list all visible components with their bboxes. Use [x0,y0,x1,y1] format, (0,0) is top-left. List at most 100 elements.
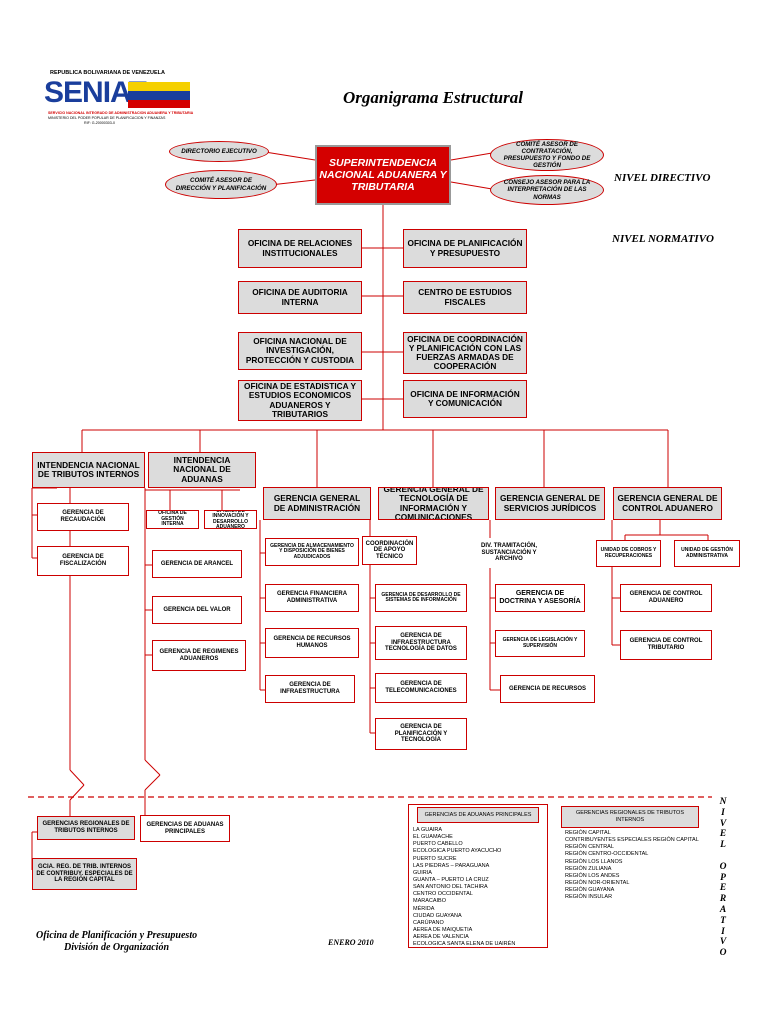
oficina-informacion-box: OFICINA DE INFORMACIÓN Y COMUNICACIÓN [403,380,527,418]
oficina-coordinacion-box: OFICINA DE COORDINACIÓN Y PLANIFICACIÓN … [403,332,527,374]
logo-rif: RIF: G-20000303-0 [84,121,115,125]
level-operativo-letter: I [721,926,725,937]
aduana-list-item: GUIRIA [413,869,432,876]
gerencia-regimenes-box: GERENCIA DE REGIMENES ADUANEROS [152,640,246,671]
region-list-item: REGIÓN NOR-ORIENTAL [565,879,630,886]
unidad-gestion-admin-box: UNIDAD DE GESTIÓN ADMINISTRATIVA [674,540,740,567]
gg-administracion-box: GERENCIA GENERAL DE ADMINISTRACIÓN [263,487,371,520]
coordinacion-apoyo-box: COORDINACIÓN DE APOYO TÉCNICO [362,536,417,565]
aduana-list-item: CENTRO OCCIDENTAL [413,891,473,898]
gerencias-regionales-box: GERENCIAS REGIONALES DE TRIBUTOS INTERNO… [37,816,135,840]
region-list-item: REGIÓN CENTRAL [565,844,614,851]
oficina-estadistica-box: OFICINA DE ESTADISTICA Y ESTUDIOS ECONOM… [238,380,362,421]
gerencia-infra-tecnologia-box: GERENCIA DE INFRAESTRUCTURA TECNOLOGÍA D… [375,626,467,660]
gerencia-control-tributario-box: GERENCIA DE CONTROL TRIBUTARIO [620,630,712,660]
logo-subtitle-2: MINISTERIO DEL PODER POPULAR DE PLANIFIC… [48,116,166,120]
regionales-list-box: GERENCIAS REGIONALES DE TRIBUTOS INTERNO… [558,805,700,925]
level-operativo-letter: L [720,840,726,851]
consejo-asesor-oval: CONSEJO ASESOR PARA LA INTERPRETACIÓN DE… [490,175,604,205]
gerencia-desarrollo-box: GERENCIA DE DESARROLLO DE SISTEMAS DE IN… [375,584,467,612]
region-list-item: REGIÓN LOS LLANOS [565,858,623,865]
level-operativo-letter: T [720,915,726,926]
gerencia-doctrina-box: GERENCIA DE DOCTRINA Y ASESORÍA [495,584,585,612]
level-operativo-letter: E [719,883,727,894]
gg-tecnologia-box: GERENCIA GENERAL DE TECNOLOGÍA DE INFORM… [378,487,489,520]
gerencia-arancel-box: GERENCIA DE ARANCEL [152,550,242,578]
aduana-list-item: LAS PIEDRAS – PARAGUANA [413,862,490,869]
level-directivo: NIVEL DIRECTIVO [614,172,711,184]
gerencia-valor-box: GERENCIA DEL VALOR [152,596,242,624]
region-list-item: CONTRIBUYENTES ESPECIALES REGIÓN CAPITAL [565,837,699,844]
gerencia-legislacion-box: GERENCIA DE LEGISLACIÓN Y SUPERVISIÓN [495,630,585,657]
footer-office: Oficina de Planificación y Presupuesto [36,930,198,941]
aduanas-list-box: GERENCIAS DE ADUANAS PRINCIPALES LA GUAI… [408,804,548,948]
logo-text-left: SEN [44,76,104,109]
comite-direccion-oval: COMITÉ ASESOR DE DIRECCIÓN Y PLANIFICACI… [165,170,277,199]
gerencia-infraestructura-box: GERENCIA DE INFRAESTRUCTURA [265,675,355,703]
region-list-item: REGIÓN INSULAR [565,894,613,901]
region-list-item: REGIÓN GUAYANA [565,887,615,894]
aduana-list-item: CIUDAD GUAYANA [413,912,462,919]
oficina-investigacion-box: OFICINA NACIONAL DE INVESTIGACIÓN, PROTE… [238,332,362,370]
level-operativo-letter: N [719,797,727,807]
page-title: Organigrama Estructural [343,88,523,107]
oficina-relaciones-box: OFICINA DE RELACIONES INSTITUCIONALES [238,229,362,268]
regionales-list-title: GERENCIAS REGIONALES DE TRIBUTOS INTERNO… [561,806,699,828]
gerencia-fiscalizacion-box: GERENCIA DE FISCALIZACIÓN [37,546,129,576]
aduana-list-item: EL GUAMACHE [413,834,453,841]
region-list-item: REGIÓN CENTRO-OCCIDENTAL [565,851,649,858]
gerencias-aduanas-box: GERENCIAS DE ADUANAS PRINCIPALES [140,815,230,842]
country-label: REPUBLICA BOLIVARIANA DE VENEZUELA [50,70,165,76]
aduana-list-item: GUANTA – PUERTO LA CRUZ [413,876,489,883]
footer-date: ENERO 2010 [328,938,374,947]
intendencia-aduanas-box: INTENDENCIA NACIONAL DE ADUANAS [148,452,256,488]
oficina-innovacion-box: OFICINA DE INNOVACIÓN Y DESARROLLO ADUAN… [204,510,257,529]
oficina-planificacion-box: OFICINA DE PLANIFICACIÓN Y PRESUPUESTO [403,229,527,268]
region-list-item: REGIÓN LOS ANDES [565,872,620,879]
aduanas-list-title: GERENCIAS DE ADUANAS PRINCIPALES [417,807,539,823]
div-tramitacion-box: DIV. TRAMITACIÓN, SUSTANCIACIÓN Y ARCHIV… [475,538,543,568]
aduana-list-item: MARACAIBO [413,898,447,905]
logo-subtitle: SERVICIO NACIONAL INTEGRADO DE ADMINISTR… [48,111,194,115]
gerencia-control-aduanero-box: GERENCIA DE CONTROL ADUANERO [620,584,712,612]
level-operativo-letter: V [719,937,727,948]
unidad-cobros-box: UNIDAD DE COBROS Y RECUPERACIONES [596,540,661,567]
aduana-list-item: AEREA DE MAIQUETIA [413,926,473,933]
aduana-list-item: PUERTO SUCRE [413,855,457,862]
intendencia-tributos-box: INTENDENCIA NACIONAL DE TRIBUTOS INTERNO… [32,452,145,488]
level-operativo-letter: R [719,894,727,905]
level-operativo-letter: O [719,861,727,872]
level-operativo-letter: E [719,829,727,840]
gerencia-telecom-box: GERENCIA DE TELECOMUNICACIONES [375,673,467,703]
level-operativo-letter: P [720,872,726,883]
aduana-list-item: ECOLOGICA PUERTO AYACUCHO [413,848,502,855]
gerencia-rrhh-box: GERENCIA DE RECURSOS HUMANOS [265,628,359,658]
gcia-capital-box: GCIA. REG. DE TRIB. INTERNOS DE CONTRIBU… [32,858,137,890]
footer-division: División de Organización [64,942,170,953]
gg-juridicos-box: GERENCIA GENERAL DE SERVICIOS JURÍDICOS [495,487,605,520]
region-list-item: REGIÓN ZULIANA [565,865,612,872]
level-normativo: NIVEL NORMATIVO [612,233,714,245]
flag-stripes-icon [128,82,190,108]
aduana-list-item: MÉRIDA [413,905,435,912]
region-list-item: REGIÓN CAPITAL [565,830,611,836]
level-operativo-letter: A [719,904,727,915]
aduana-list-item: AEREA DE VALENCIA [413,934,469,941]
aduana-list-item: PUERTO CABELLO [413,841,463,848]
level-operativo-letter [716,851,730,862]
gerencia-plan-tecnologia-box: GERENCIA DE PLANIFICACIÓN Y TECNOLOGÍA [375,718,467,750]
gerencia-recaudacion-box: GERENCIA DE RECAUDACIÓN [37,503,129,531]
aduana-list-item: LA GUAIRA [413,827,443,833]
directorio-ejecutivo-oval: DIRECTORIO EJECUTIVO [169,141,269,162]
oficina-gestion-interna-box: OFICINA DE GESTIÓN INTERNA [146,510,199,529]
centro-estudios-box: CENTRO DE ESTUDIOS FISCALES [403,281,527,314]
superintendencia-box: SUPERINTENDENCIA NACIONAL ADUANERA Y TRI… [315,145,451,205]
gg-control-box: GERENCIA GENERAL DE CONTROL ADUANERO [613,487,722,520]
aduana-list-item: SAN ANTONIO DEL TACHIRA [413,884,488,891]
level-operativo-letter: O [719,948,727,959]
gerencia-financiera-box: GERENCIA FINANCIERA ADMINISTRATIVA [265,584,359,612]
aduana-list-item: CARÚPANO [413,919,444,926]
